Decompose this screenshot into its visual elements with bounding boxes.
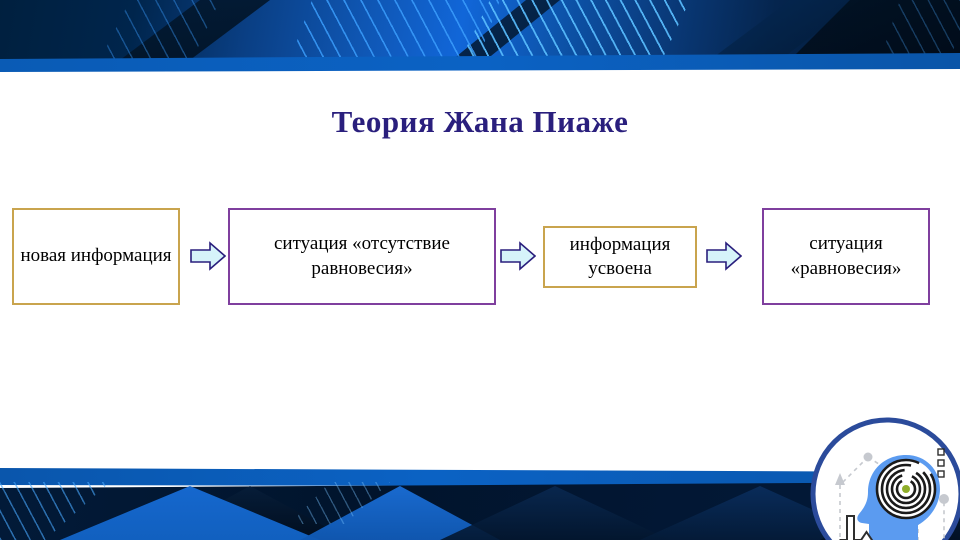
flow-node-new-information[interactable]: новая информация bbox=[12, 208, 180, 305]
flow-arrow-right-icon bbox=[706, 241, 743, 271]
flow-node-label: ситуация «равновесия» bbox=[790, 233, 902, 279]
flow-node-label: новая информация bbox=[20, 245, 172, 267]
flow-node-label: информация усвоена bbox=[569, 233, 671, 279]
footer-accent-bar bbox=[0, 468, 960, 487]
flow-node-label: ситуация «отсутствие равновесия» bbox=[274, 233, 450, 279]
header-accent-bar bbox=[0, 53, 960, 72]
flow-node-equilibrium[interactable]: ситуация «равновесия» bbox=[762, 208, 930, 305]
page-title: Теория Жана Пиаже bbox=[331, 104, 629, 139]
flow-node-information-assimilated[interactable]: информация усвоена bbox=[543, 226, 697, 288]
head-maze-logo bbox=[806, 413, 960, 540]
flow-arrow-right-icon bbox=[190, 241, 227, 271]
flow-arrow-right-icon bbox=[500, 241, 537, 271]
flow-node-disequilibrium[interactable]: ситуация «отсутствие равновесия» bbox=[228, 208, 496, 305]
